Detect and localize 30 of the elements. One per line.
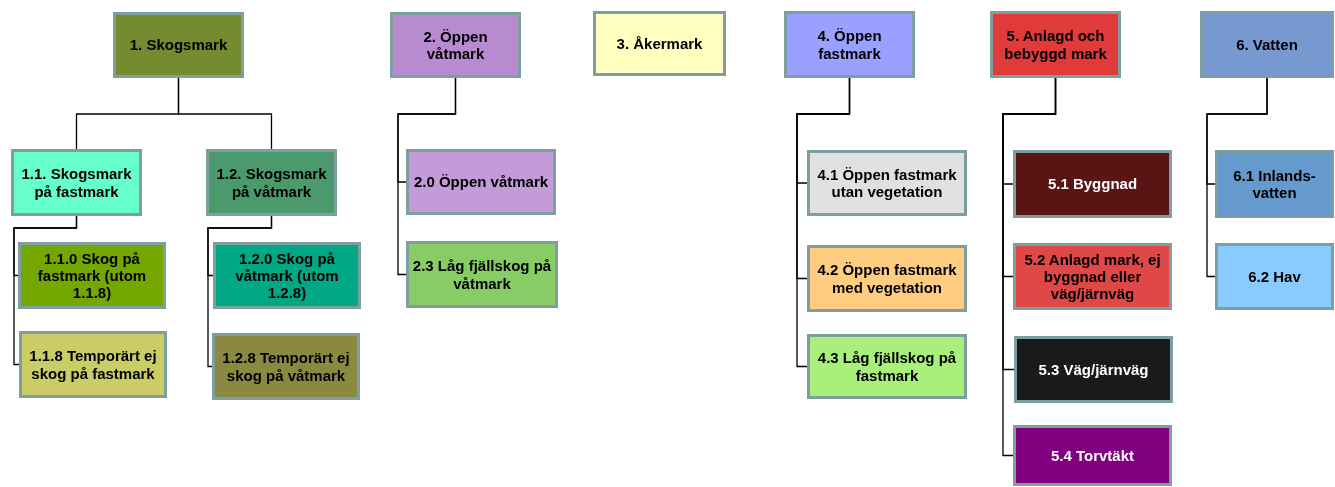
- category-box: 1. Skogsmark: [113, 12, 244, 78]
- category-box: 3. Åkermark: [593, 11, 726, 76]
- category-box: 5.1 Byggnad: [1013, 150, 1172, 218]
- category-box: 5.4 Torvtäkt: [1013, 425, 1172, 486]
- category-box: 1.2.8 Temporärt ej skog på våtmark: [212, 333, 360, 400]
- category-box: 1.2.0 Skog på våtmark (utom 1.2.8): [213, 242, 361, 309]
- category-box: 2.0 Öppen våtmark: [406, 149, 556, 215]
- category-box: 5. Anlagd och bebyggd mark: [990, 11, 1121, 78]
- category-box: 1.2. Skogsmark på våtmark: [206, 149, 337, 216]
- category-box: 2.3 Låg fjällskog på våtmark: [406, 241, 558, 308]
- category-box: 6.1 Inlands-vatten: [1215, 150, 1334, 218]
- category-box: 2. Öppen våtmark: [390, 12, 521, 78]
- category-box: 4.2 Öppen fastmark med vegetation: [807, 245, 967, 312]
- category-box: 5.3 Väg/järnväg: [1014, 336, 1173, 403]
- category-box: 1.1. Skogsmark på fastmark: [11, 149, 142, 216]
- category-box: 6.2 Hav: [1215, 243, 1334, 310]
- connector-line: [13, 215, 78, 366]
- connector-line: [1206, 77, 1268, 278]
- category-box: 4.3 Låg fjällskog på fastmark: [807, 334, 967, 399]
- connector-line: [796, 77, 851, 368]
- category-box: 4.1 Öppen fastmark utan vegetation: [807, 150, 967, 216]
- connector-line: [177, 77, 273, 150]
- connector-line: [1002, 77, 1057, 457]
- category-box: 1.1.0 Skog på fastmark (utom 1.1.8): [18, 242, 166, 309]
- category-box: 1.1.8 Temporärt ej skog på fastmark: [19, 331, 167, 398]
- category-box: 5.2 Anlagd mark, ej byggnad eller väg/järnväg: [1013, 243, 1172, 310]
- connector-line: [397, 77, 457, 276]
- connector-line: [207, 215, 273, 368]
- category-box: 6. Vatten: [1200, 11, 1334, 78]
- category-box: 4. Öppen fastmark: [784, 11, 915, 78]
